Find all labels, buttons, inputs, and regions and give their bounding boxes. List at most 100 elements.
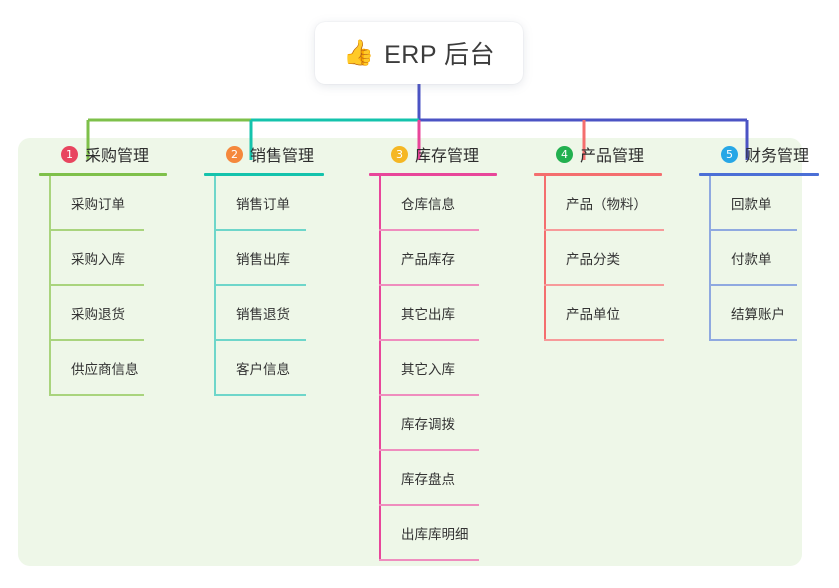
module-item[interactable]: 客户信息 — [214, 341, 369, 396]
module-spine-purchase — [49, 176, 51, 396]
module-header-rule-purchase — [39, 173, 167, 176]
module-item-rule — [49, 284, 144, 286]
module-item[interactable]: 采购订单 — [49, 176, 204, 231]
module-item[interactable]: 仓库信息 — [379, 176, 534, 231]
module-item-rule — [379, 504, 479, 506]
module-item[interactable]: 其它入库 — [379, 341, 534, 396]
module-item[interactable]: 产品（物料） — [544, 176, 699, 231]
module-item-label: 产品库存 — [401, 252, 455, 267]
module-item-label: 销售退货 — [236, 307, 290, 322]
module-item-rule — [544, 284, 664, 286]
module-item[interactable]: 采购入库 — [49, 231, 204, 286]
module-title-finance: 财务管理 — [745, 148, 810, 165]
module-header-rule-inventory — [369, 173, 497, 176]
module-item-rule — [544, 229, 664, 231]
module-item[interactable]: 库存盘点 — [379, 451, 534, 506]
module-item-label: 采购退货 — [71, 307, 125, 322]
module-item-rule — [214, 394, 306, 396]
module-item[interactable]: 产品单位 — [544, 286, 699, 341]
module-column-sales: 2 销售管理销售订单销售出库销售退货客户信息 — [204, 138, 369, 396]
module-item[interactable]: 出库库明细 — [379, 506, 534, 561]
module-title-product: 产品管理 — [580, 148, 645, 165]
module-item[interactable]: 库存调拨 — [379, 396, 534, 451]
module-item[interactable]: 销售退货 — [214, 286, 369, 341]
module-spine-product — [544, 176, 546, 341]
module-item-rule — [709, 229, 797, 231]
module-item-rule — [214, 339, 306, 341]
modules-panel — [18, 138, 802, 566]
module-item-rule — [379, 449, 479, 451]
module-header-product[interactable]: 4 产品管理 — [534, 138, 699, 170]
module-item-label: 供应商信息 — [71, 362, 139, 377]
module-spine-sales — [214, 176, 216, 396]
module-item[interactable]: 回款单 — [709, 176, 839, 231]
module-column-inventory: 3 库存管理仓库信息产品库存其它出库其它入库库存调拨库存盘点出库库明细 — [369, 138, 534, 561]
module-item-label: 结算账户 — [731, 307, 785, 322]
module-item-label: 产品单位 — [566, 307, 620, 322]
module-item-rule — [544, 339, 664, 341]
module-item-rule — [49, 394, 144, 396]
module-badge-product: 4 — [556, 145, 573, 163]
module-header-inventory[interactable]: 3 库存管理 — [369, 138, 534, 170]
module-item-label: 出库库明细 — [401, 527, 469, 542]
module-items-sales: 销售订单销售出库销售退货客户信息 — [204, 176, 369, 396]
module-item-rule — [379, 229, 479, 231]
module-item-rule — [379, 339, 479, 341]
module-item[interactable]: 销售订单 — [214, 176, 369, 231]
root-node[interactable]: 👍 ERP 后台 — [315, 22, 523, 84]
module-header-sales[interactable]: 2 销售管理 — [204, 138, 369, 170]
module-item[interactable]: 供应商信息 — [49, 341, 204, 396]
root-title: ERP 后台 — [384, 41, 496, 69]
module-title-sales: 销售管理 — [250, 148, 315, 165]
module-item-label: 库存调拨 — [401, 417, 455, 432]
module-item-rule — [49, 339, 144, 341]
module-item[interactable]: 结算账户 — [709, 286, 839, 341]
module-item-label: 采购入库 — [71, 252, 125, 267]
module-badge-inventory: 3 — [391, 145, 408, 163]
module-items-product: 产品（物料） 产品分类产品单位 — [534, 176, 699, 341]
module-columns: 1 采购管理采购订单采购入库采购退货供应商信息 2 销售管理销售订单销售出库销售退货客… — [18, 138, 819, 566]
module-item-rule — [379, 394, 479, 396]
module-column-purchase: 1 采购管理采购订单采购入库采购退货供应商信息 — [39, 138, 204, 396]
module-item-label: 产品分类 — [566, 252, 620, 267]
module-item-rule — [709, 339, 797, 341]
module-item[interactable]: 产品库存 — [379, 231, 534, 286]
module-item-label: 采购订单 — [71, 197, 125, 212]
module-header-purchase[interactable]: 1 采购管理 — [39, 138, 204, 170]
module-item-label: 销售订单 — [236, 197, 290, 212]
module-item[interactable]: 产品分类 — [544, 231, 699, 286]
module-item-label: 销售出库 — [236, 252, 290, 267]
module-item-label: 回款单 — [731, 197, 772, 212]
module-item-rule — [709, 284, 797, 286]
module-badge-sales: 2 — [226, 145, 243, 163]
module-item[interactable]: 其它出库 — [379, 286, 534, 341]
module-items-purchase: 采购订单采购入库采购退货供应商信息 — [39, 176, 204, 396]
module-item-label: 付款单 — [731, 252, 772, 267]
module-header-finance[interactable]: 5 财务管理 — [699, 138, 839, 170]
module-item-rule — [379, 284, 479, 286]
module-spine-finance — [709, 176, 711, 341]
module-item-label: 客户信息 — [236, 362, 290, 377]
module-item-label: 库存盘点 — [401, 472, 455, 487]
module-item[interactable]: 付款单 — [709, 231, 839, 286]
module-item-label: 产品（物料） — [566, 197, 647, 212]
module-item-label: 仓库信息 — [401, 197, 455, 212]
module-column-finance: 5 财务管理回款单付款单结算账户 — [699, 138, 839, 341]
module-header-rule-product — [534, 173, 662, 176]
module-item-rule — [214, 229, 306, 231]
module-column-product: 4 产品管理产品（物料） 产品分类产品单位 — [534, 138, 699, 341]
module-badge-finance: 5 — [721, 145, 738, 163]
thumbs-up-icon: 👍 — [342, 38, 375, 67]
module-badge-purchase: 1 — [61, 145, 78, 163]
module-item-label: 其它出库 — [401, 307, 455, 322]
module-item-rule — [214, 284, 306, 286]
module-item[interactable]: 采购退货 — [49, 286, 204, 341]
module-items-inventory: 仓库信息产品库存其它出库其它入库库存调拨库存盘点出库库明细 — [369, 176, 534, 561]
module-header-rule-sales — [204, 173, 324, 176]
module-title-purchase: 采购管理 — [85, 148, 150, 165]
module-item[interactable]: 销售出库 — [214, 231, 369, 286]
module-item-label: 其它入库 — [401, 362, 455, 377]
module-title-inventory: 库存管理 — [415, 148, 480, 165]
module-items-finance: 回款单付款单结算账户 — [699, 176, 839, 341]
